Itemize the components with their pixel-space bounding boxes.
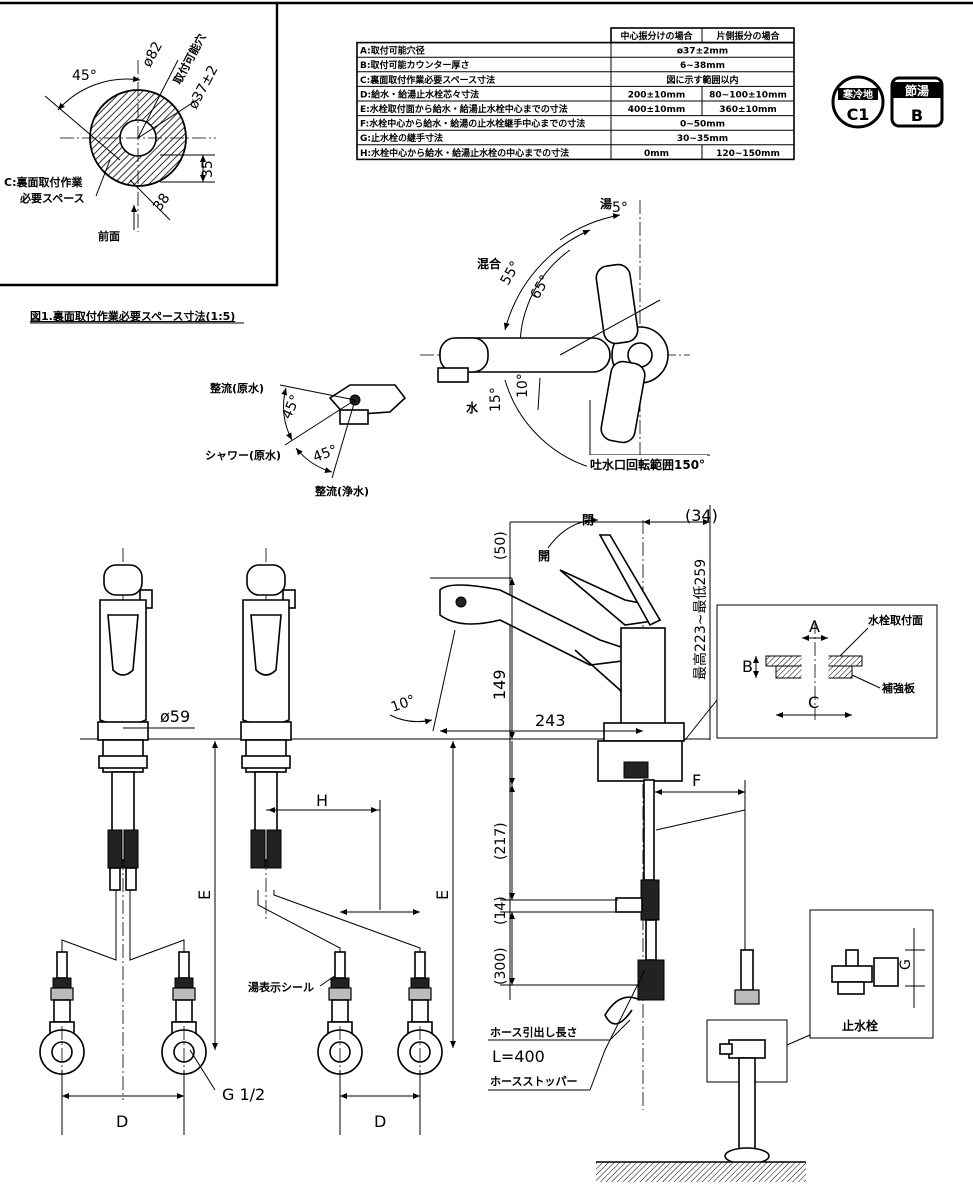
hose-stopper-label: ホースストッパー <box>490 1075 577 1088</box>
dim-300: (300) <box>493 947 509 985</box>
badge-c1-bottom: C1 <box>847 105 870 124</box>
shower-label: シャワー(原水) <box>205 448 281 462</box>
table-cell: 120~150mm <box>716 149 780 159</box>
rotation-label: 吐水口回転範囲150° <box>590 457 705 472</box>
g-thread: G 1/2 <box>222 1085 265 1104</box>
table-row-label: D:給水・給湯止水栓芯々寸法 <box>360 88 479 100</box>
table-row-label: H:水栓中心から給水・給湯止水栓の中心までの寸法 <box>360 147 569 159</box>
angle-55: 55° <box>498 258 524 288</box>
angle-10: 10° <box>515 373 531 398</box>
stop-valve <box>39 951 85 1080</box>
angle-15: 15° <box>488 387 504 412</box>
table-cell: 0mm <box>644 149 669 159</box>
dim-height: 最高223~最低259 <box>692 559 709 680</box>
dim-217: (217) <box>493 822 509 860</box>
open-label: 開 <box>538 549 550 563</box>
angle-10-spout: 10° <box>389 692 418 716</box>
spray-angle-b: 45° <box>311 442 340 466</box>
stop-valve <box>161 951 207 1080</box>
table-row-label: F:水栓中心から給水・給湯の止水栓継手中心までの寸法 <box>360 118 585 130</box>
dim-d-right: D <box>374 1112 386 1131</box>
front-view-offset: H 湯表示シール <box>240 548 421 994</box>
water-saving-badge: 節湯 B <box>890 76 944 128</box>
inset-angle: 45° <box>72 68 97 84</box>
mount-c: C <box>808 693 819 712</box>
handle-top-view: 湯 5° 混合 55° 65° 水 15° 10° 吐水口回転範囲150° <box>420 196 710 473</box>
badge-b-bottom: B <box>911 106 923 125</box>
dim-50: (50) <box>493 531 509 560</box>
table-row-label: A:取付可能穴径 <box>360 45 425 57</box>
dim-h: H <box>316 791 328 810</box>
inset-outer-dia: ø82 <box>139 39 166 70</box>
straight-hot-label: 整流(原水) <box>209 381 264 395</box>
stop-valve <box>397 951 443 1080</box>
valve-detail: G 止水栓 <box>786 909 934 1046</box>
spec-table: 中心振分けの場合 片側振分の場合 A:取付可能穴径 ø37±2mmB:取付可能カウンタ… <box>356 27 795 161</box>
dim-149: 149 <box>490 669 509 700</box>
hose-label: ホース引出し長さ <box>490 1025 577 1039</box>
table-cell: 6~38mm <box>680 61 725 71</box>
mount-surface-label: 水栓取付面 <box>868 613 923 627</box>
straight-cold-label: 整流(浄水) <box>314 484 369 498</box>
inset-space-label-2: 必要スペース <box>19 191 85 205</box>
table-cell: 80~100±10mm <box>709 90 787 100</box>
seal-label: 湯表示シール <box>248 980 314 994</box>
table-row-label: B:取付可能カウンター厚さ <box>360 59 469 71</box>
table-row-label: G:止水栓の継手寸法 <box>360 132 443 144</box>
close-label: 閉 <box>582 513 594 527</box>
stop-valve <box>317 951 363 1080</box>
right-stop-valve <box>596 949 806 1182</box>
front-view-center: ø59 <box>61 548 195 1100</box>
table-cell: ø37±2mm <box>677 47 728 57</box>
table-header: 片側振分の場合 <box>716 30 780 42</box>
dim-243: 243 <box>535 711 566 730</box>
mounting-hole-inset: 45° ø82 取付可能穴 ø37±2 35 38 C:裏面取付作業 必要スペー… <box>0 3 279 287</box>
badge-b-top: 節湯 <box>905 83 929 98</box>
angle-5: 5° <box>612 200 628 216</box>
dim-e-left: E <box>195 890 214 900</box>
table-header: 中心振分けの場合 <box>620 30 693 42</box>
table-row-label: C:裏面取付作業必要スペース寸法 <box>360 74 495 86</box>
hose-length: L=400 <box>492 1047 545 1066</box>
side-elevation: (50) 149 (217) (14) (300) 243 10° (34) 最… <box>389 505 746 1110</box>
dim-d-left: D <box>116 1112 128 1131</box>
dim-34: (34) <box>685 506 718 525</box>
hot-label: 湯 <box>600 196 612 211</box>
mount-plate-label: 補強板 <box>881 681 916 695</box>
mount-detail: A B C 水栓取付面 補強板 <box>684 604 938 741</box>
inset-front-label: 前面 <box>98 229 120 243</box>
mix-label: 混合 <box>477 256 502 271</box>
inset-dim-38: 38 <box>150 191 173 215</box>
inset-dim-35: 35 <box>200 160 216 178</box>
table-cell: 図に示す範囲以内 <box>666 74 738 86</box>
inset-space-label-1: C:裏面取付作業 <box>4 175 83 189</box>
table-cell: 400±10mm <box>628 105 686 115</box>
spray-head-view: 整流(原水) 45° シャワー(原水) 45° 整流(浄水) <box>205 381 407 498</box>
valve-g: G <box>898 959 914 970</box>
dim-e-right: E <box>433 890 452 900</box>
dim-f: F <box>692 771 701 790</box>
dia-59: ø59 <box>160 707 190 726</box>
water-label: 水 <box>466 400 479 415</box>
dim-14: (14) <box>493 896 509 925</box>
spray-angle-a: 45° <box>279 392 304 421</box>
table-cell: 0~50mm <box>680 120 725 130</box>
figure-caption: 図1.裏面取付作業必要スペース寸法(1:5) <box>30 309 235 323</box>
angle-65: 65° <box>528 272 554 302</box>
stop-valves <box>39 951 443 1080</box>
mount-b: B <box>742 657 753 676</box>
table-cell: 30~35mm <box>677 134 728 144</box>
cold-region-badge: 寒冷地 C1 <box>831 75 885 129</box>
valve-label: 止水栓 <box>842 1018 878 1033</box>
badge-c1-top: 寒冷地 <box>842 88 873 101</box>
mount-a: A <box>809 617 820 636</box>
table-cell: 200±10mm <box>628 90 686 100</box>
table-row-label: E:水栓取付面から給水・給湯止水栓中心までの寸法 <box>360 103 568 115</box>
table-cell: 360±10mm <box>719 105 777 115</box>
